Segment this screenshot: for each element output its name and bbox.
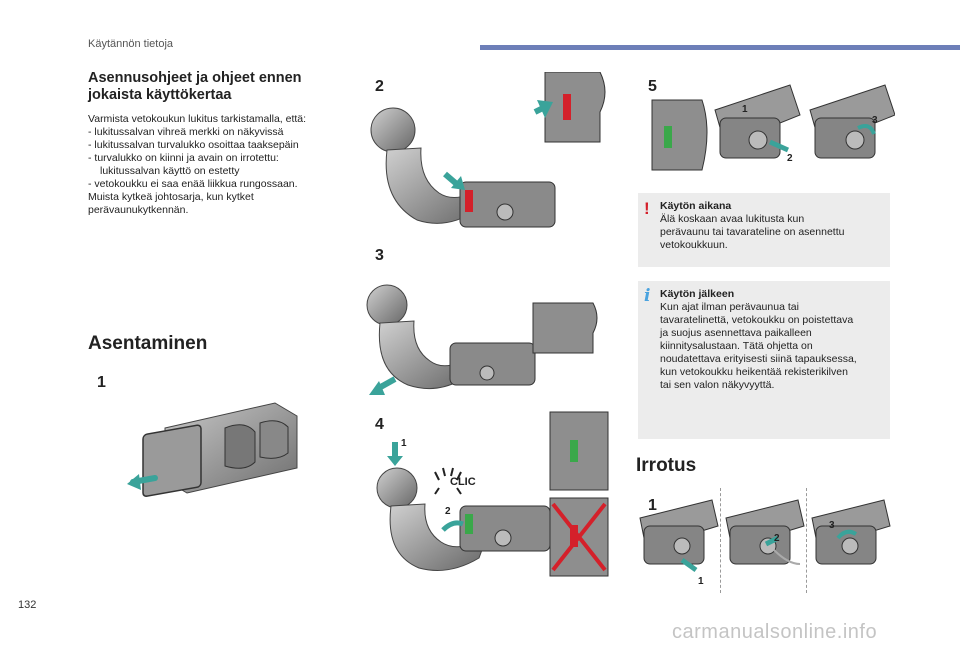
removal-callout-3: 3 <box>829 520 835 531</box>
installation-heading: Asennusohjeet ja ohjeet ennen jokaista k… <box>88 70 302 104</box>
para-line: - vetokoukku ei saa enää liikkua rungoss… <box>88 178 298 190</box>
callout-2: 2 <box>787 153 793 164</box>
warning-note: ! Käytön aikana Älä koskaan avaa lukitus… <box>638 193 890 267</box>
para-line: lukitussalvan käyttö on estetty <box>100 165 240 177</box>
separator <box>720 488 721 593</box>
info-note-title: Käytön jälkeen <box>660 288 735 300</box>
info-note-line: Kun ajat ilman perävaunua tai <box>660 301 799 313</box>
info-note-line: tai sen valon näkyvyyttä. <box>660 379 775 391</box>
info-icon: i <box>644 286 651 306</box>
callout-3: 3 <box>872 115 878 126</box>
info-note-line: noudatettava erityisesti siinä tapaukses… <box>660 353 857 365</box>
clic-label: CLIC <box>450 476 476 488</box>
para-line: Muista kytkeä johtosarja, kun kytket <box>88 191 254 203</box>
hitch-click-illustration <box>376 411 609 577</box>
installation-heading-line-1: Asennusohjeet ja ohjeet ennen <box>88 70 302 86</box>
locking-sequence-illustration <box>651 84 895 171</box>
info-note-line: tavaratelinettä, vetokoukku on poistetta… <box>660 314 854 326</box>
watermark: carmanualsonline.info <box>672 621 878 643</box>
callout-2: 2 <box>445 506 451 517</box>
warning-note-line: vetokoukkuun. <box>660 239 728 251</box>
para-line: - lukitussalvan vihreä merkki on näkyvis… <box>88 126 284 138</box>
callout-1: 1 <box>401 438 407 449</box>
step-number-3: 3 <box>375 247 384 264</box>
removal-step-number-1: 1 <box>648 497 657 514</box>
section-title: Käytännön tietoja <box>88 38 174 50</box>
info-note-line: kiinnitysalustaan. Tätä ohjetta on <box>660 340 813 352</box>
header-accent-bar <box>480 45 960 50</box>
step-number-5: 5 <box>648 78 657 95</box>
warning-note-line: perävaunu tai tavarateline on asennettu <box>660 226 845 238</box>
warning-note-title: Käytön aikana <box>660 200 732 212</box>
hitch-insert-illustration <box>370 72 606 228</box>
mounting-heading: Asentaminen <box>88 333 208 354</box>
info-note-line: kun vetokoukku heikentää rekisterikilven <box>660 366 848 378</box>
socket-cover-illustration <box>127 402 298 497</box>
para-line: perävaunukytkennän. <box>88 204 189 216</box>
step-number-2: 2 <box>375 78 384 95</box>
step-number-1: 1 <box>97 374 106 391</box>
para-line: Varmista vetokoukun lukitus tarkistamall… <box>88 113 307 125</box>
warning-icon: ! <box>644 199 650 218</box>
callout-1: 1 <box>742 104 748 115</box>
warning-note-line: Älä koskaan avaa lukitusta kun <box>660 213 805 225</box>
step-number-4: 4 <box>375 416 384 433</box>
removal-callout-1: 1 <box>698 576 704 587</box>
page-number: 132 <box>18 599 37 611</box>
hitch-detached-illustration <box>366 284 598 395</box>
installation-paragraph: Varmista vetokoukun lukitus tarkistamall… <box>88 113 306 217</box>
info-note-line: ja suojus asennettava paikalleen <box>660 327 812 339</box>
info-note: i Käytön jälkeen Kun ajat ilman perävaun… <box>638 281 890 439</box>
para-line: - turvalukko on kiinni ja avain on irrot… <box>88 152 279 164</box>
removal-callout-2: 2 <box>774 533 780 544</box>
para-line: - lukitussalvan turvalukko osoittaa taak… <box>88 139 299 151</box>
removal-heading: Irrotus <box>636 455 697 476</box>
separator <box>806 488 807 593</box>
installation-heading-line-2: jokaista käyttökertaa <box>88 87 232 103</box>
removal-sequence-illustration <box>639 499 891 573</box>
